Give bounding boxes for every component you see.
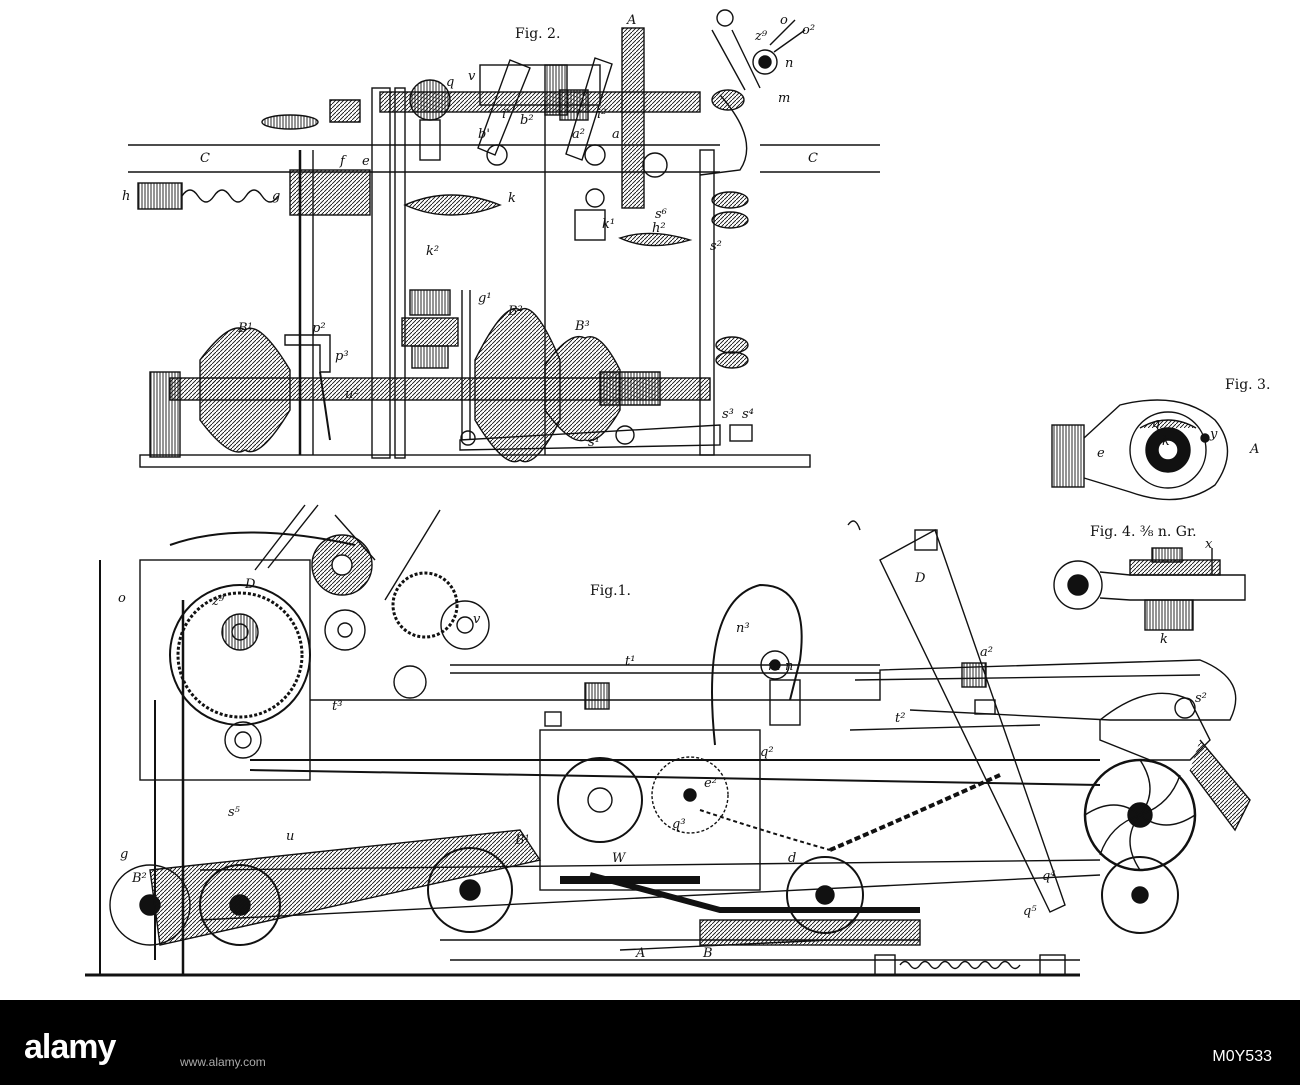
fig1-label: B¹ (515, 833, 530, 848)
fig2-label: h² (652, 221, 666, 236)
fig1-label: d (788, 851, 797, 866)
fig2-label: h (122, 189, 131, 204)
fig2-label: a² (572, 127, 585, 142)
fig1-label: t³ (332, 699, 343, 714)
fig1-label: s² (1195, 691, 1207, 706)
fig1-label: g (120, 847, 129, 862)
fig2-label: C (808, 151, 818, 166)
fig2-label: e (362, 154, 370, 169)
fig2-label: C (200, 151, 210, 166)
fig2-label: s⁴ (742, 407, 754, 422)
fig1-caption: Fig.1. (590, 583, 631, 599)
fig2-label: b' (478, 127, 490, 142)
fig1-label: e² (704, 776, 717, 791)
fig2-label: f (340, 154, 345, 169)
fig2-label: B¹ (238, 321, 253, 336)
watermark-url: www.alamy.com (180, 1055, 266, 1069)
fig3-label: k (1162, 434, 1170, 449)
fig2-label: m (778, 91, 791, 106)
fig1-label: z⁹ (212, 594, 225, 609)
fig1-label: t¹ (625, 654, 636, 669)
fig2-label: s⁶ (655, 207, 667, 222)
fig2-drawing (128, 9, 880, 468)
fig1-label: n (785, 659, 794, 674)
fig1-label: s⁵ (228, 805, 240, 820)
fig1-label: q² (760, 745, 774, 760)
fig1-label: q³ (672, 817, 686, 832)
fig2-label: i' (502, 107, 510, 122)
fig1-label: u (286, 829, 295, 844)
fig1-label: B (703, 946, 713, 961)
fig1-label: q⁵ (1023, 904, 1037, 919)
fig1-label: B² (132, 871, 147, 886)
fig1-label: o (118, 591, 126, 606)
fig4-label: x (1205, 537, 1213, 552)
watermark-logo: alamy (24, 1028, 116, 1066)
fig1-label: a² (980, 645, 993, 660)
fig4-caption: Fig. 4. ⅜ n. Gr. (1090, 524, 1197, 540)
fig2-label: k (508, 191, 516, 206)
fig4-drawing (1053, 547, 1246, 631)
watermark-band (0, 1000, 1300, 1085)
fig1-label: W (612, 851, 626, 866)
fig2-label: k² (426, 244, 440, 259)
fig1-label: n³ (736, 621, 750, 636)
fig2-label: s¹ (588, 435, 600, 450)
watermark-image-id: M0Y533 (1212, 1048, 1272, 1065)
fig1-label: v (473, 612, 481, 627)
fig2-label: A (627, 13, 637, 28)
fig2-label: g (272, 189, 281, 204)
fig2-label: s² (710, 239, 722, 254)
fig2-label: k¹ (602, 217, 616, 232)
fig2-caption: Fig. 2. (515, 26, 561, 42)
fig2-label: u² (345, 387, 359, 402)
fig1-label: q⁴ (1042, 869, 1056, 884)
fig2-label: i² (597, 107, 607, 122)
fig1-label: A (636, 946, 646, 961)
fig2-label: p² (312, 321, 326, 336)
fig1-drawing (85, 504, 1251, 977)
fig2-label: q (446, 75, 455, 90)
fig3-caption: Fig. 3. (1225, 377, 1271, 393)
fig4-label: k (1160, 632, 1168, 647)
fig1-label: t² (895, 711, 906, 726)
fig3-label: q (1152, 416, 1161, 431)
fig2-label: s³ (722, 407, 734, 422)
fig2-label: b² (520, 113, 534, 128)
fig2-label: z⁹ (755, 29, 768, 44)
fig3-label: e (1097, 446, 1105, 461)
fig1-label: D (915, 571, 926, 586)
fig2-label: g¹ (478, 291, 492, 306)
fig2-label: B² (508, 304, 523, 319)
fig3-drawing (1051, 399, 1229, 501)
fig2-label: o (780, 13, 788, 28)
fig2-label: n (785, 56, 794, 71)
fig1-label: m (768, 659, 781, 674)
fig3-label: y (1210, 427, 1218, 442)
fig2-label: v (468, 69, 476, 84)
fig2-label: p³ (335, 349, 349, 364)
fig1-label: D (245, 577, 256, 592)
fig3-label: A (1250, 442, 1260, 457)
fig2-label: a (612, 127, 620, 142)
fig2-label: o² (802, 23, 816, 38)
fig2-label: B³ (575, 319, 590, 334)
